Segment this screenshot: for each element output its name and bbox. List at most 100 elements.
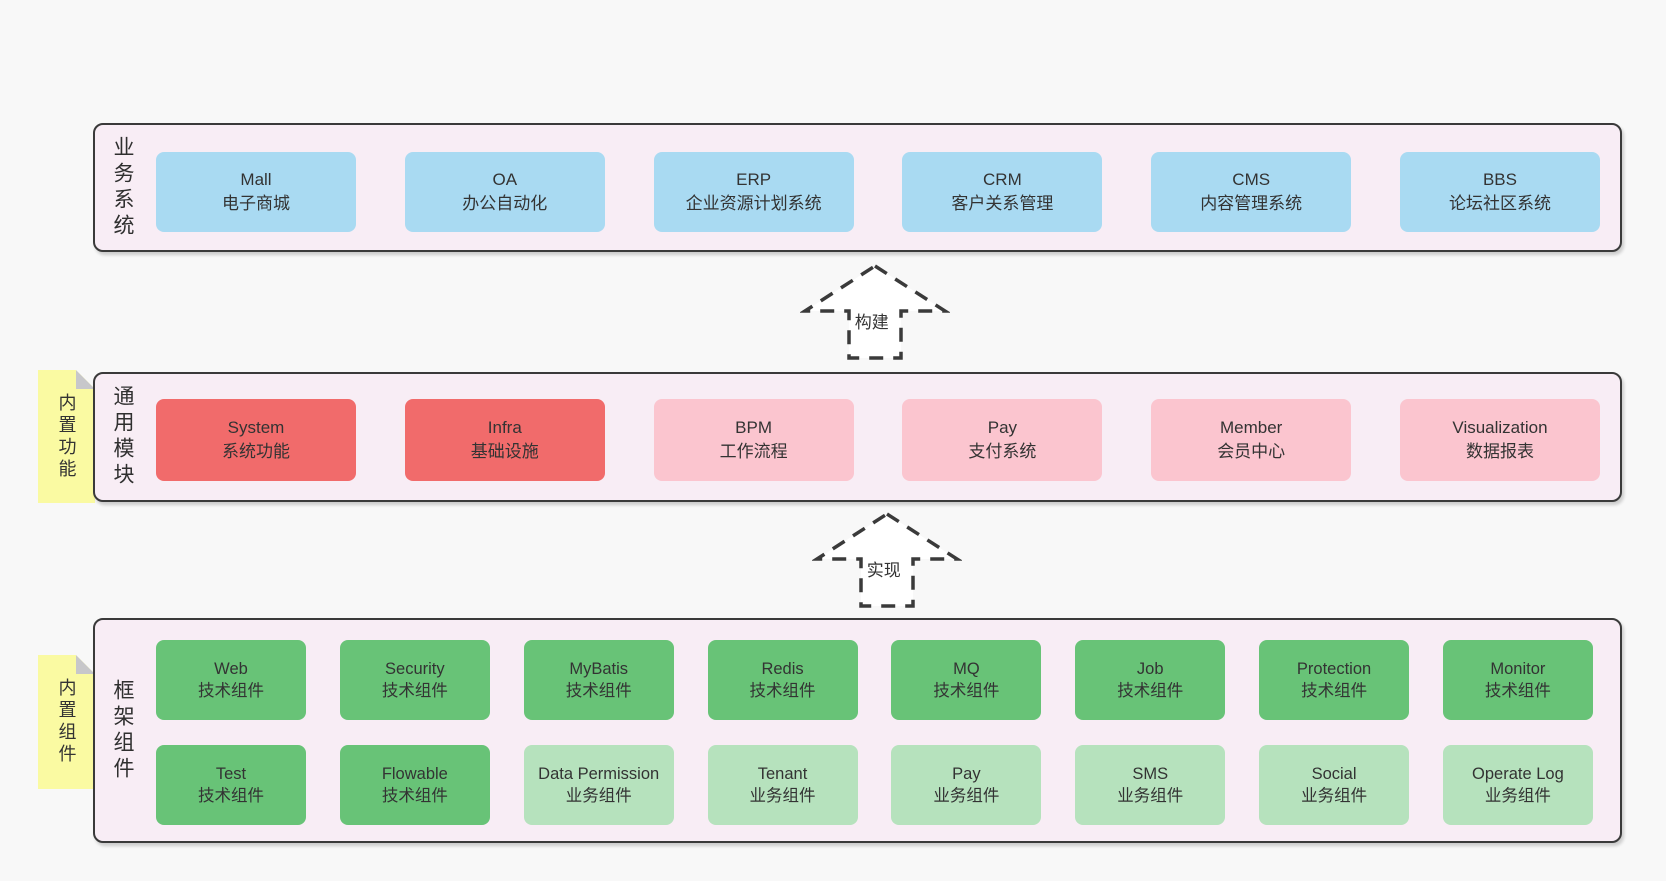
- box-title: Job: [1136, 659, 1164, 678]
- box-title: Visualization: [1452, 418, 1548, 438]
- diagram-box-bbs: BBS 论坛社区系统: [1399, 152, 1600, 232]
- diagram-box-erp: ERP 企业资源计划系统: [653, 152, 854, 232]
- sticky-note-built-in-components: 内置组件: [38, 655, 95, 789]
- diagram-box-oa: OA 办公自动化: [404, 152, 605, 232]
- box-title: OA: [492, 170, 518, 190]
- box-subtitle: 技术组件: [565, 682, 632, 700]
- layer-framework-components: 框架组件 Web 技术组件 Security 技术组件 MyBatis 技术组件 Redis…: [93, 618, 1622, 843]
- sticky-note-label: 内置功能: [56, 392, 77, 481]
- box-title: Flowable: [381, 764, 448, 783]
- diagram-box-job: Job 技术组件: [1075, 640, 1226, 720]
- diagram-box-mybatis: MyBatis 技术组件: [523, 640, 674, 720]
- box-subtitle: 技术组件: [381, 787, 448, 805]
- box-title: Member: [1220, 418, 1283, 438]
- box-title: Pay: [987, 418, 1018, 438]
- box-subtitle: 技术组件: [381, 682, 448, 700]
- layer-common-modules: 通用模块 System 系统功能 Infra 基础设施 BPM 工作流程 Pay 支付系统 Me…: [93, 372, 1622, 502]
- diagram-box-protection: Protection 技术组件: [1259, 640, 1410, 720]
- diagram-box-flowable: Flowable 技术组件: [339, 745, 490, 825]
- diagram-box-test: Test 技术组件: [156, 745, 306, 825]
- box-title: CMS: [1232, 170, 1271, 190]
- layer-label-business-systems: 业务系统: [111, 135, 134, 240]
- box-subtitle: 技术组件: [198, 787, 264, 805]
- box-title: MQ: [953, 659, 980, 678]
- sticky-note-label: 内置组件: [56, 678, 77, 766]
- layer-label-common-modules: 通用模块: [111, 385, 134, 489]
- box-subtitle: 电子商城: [222, 194, 290, 213]
- box-title: Infra: [487, 418, 522, 438]
- box-title: Monitor: [1490, 659, 1546, 678]
- box-title: SMS: [1132, 764, 1169, 783]
- diagram-box-tenant: Tenant 业务组件: [707, 745, 858, 825]
- diagram-box-security: Security 技术组件: [339, 640, 490, 720]
- diagram-box-mq: MQ 技术组件: [891, 640, 1042, 720]
- box-subtitle: 基础设施: [470, 442, 539, 461]
- box-subtitle: 系统功能: [222, 442, 290, 461]
- box-subtitle: 业务组件: [749, 787, 816, 805]
- diagram-box-operate-log: Operate Log 业务组件: [1442, 745, 1593, 825]
- arrow-implement: 实现: [812, 511, 962, 609]
- box-title: Social: [1311, 764, 1357, 783]
- diagram-box-data-permission: Data Permission 业务组件: [523, 745, 674, 825]
- box-subtitle: 技术组件: [933, 682, 1000, 700]
- diagram-box-member: Member 会员中心: [1151, 399, 1352, 481]
- box-subtitle: 工作流程: [719, 442, 788, 461]
- box-subtitle: 数据报表: [1465, 442, 1534, 461]
- box-title: Test: [215, 764, 247, 783]
- diagram-box-monitor: Monitor 技术组件: [1442, 640, 1593, 720]
- diagram-box-pay: Pay 业务组件: [891, 745, 1042, 825]
- box-title: ERP: [736, 170, 772, 190]
- box-subtitle: 支付系统: [968, 442, 1037, 461]
- diagram-box-system: System 系统功能: [156, 399, 356, 481]
- box-subtitle: 办公自动化: [462, 194, 548, 213]
- box-title: BPM: [735, 418, 773, 438]
- box-title: Protection: [1296, 659, 1372, 678]
- box-subtitle: 论坛社区系统: [1448, 194, 1551, 213]
- box-subtitle: 技术组件: [1301, 682, 1368, 700]
- box-title: Redis: [761, 659, 804, 678]
- box-title: MyBatis: [569, 659, 629, 678]
- diagram-box-pay: Pay 支付系统: [902, 399, 1103, 481]
- box-subtitle: 业务组件: [1117, 787, 1184, 805]
- diagram-box-social: Social 业务组件: [1259, 745, 1410, 825]
- diagram-box-sms: SMS 业务组件: [1075, 745, 1226, 825]
- diagram-box-visualization: Visualization 数据报表: [1399, 399, 1600, 481]
- box-title: CRM: [983, 170, 1022, 190]
- box-subtitle: 业务组件: [1301, 787, 1368, 805]
- sticky-note-built-in-functions: 内置功能: [38, 370, 95, 503]
- diagram-box-web: Web 技术组件: [156, 640, 306, 720]
- box-title: Web: [214, 659, 248, 678]
- arrow-implement-label: 实现: [863, 555, 904, 582]
- diagram-box-crm: CRM 客户关系管理: [902, 152, 1103, 232]
- box-subtitle: 业务组件: [933, 787, 1000, 805]
- arrow-build-label: 构建: [851, 307, 892, 334]
- box-subtitle: 技术组件: [1117, 682, 1184, 700]
- box-subtitle: 业务组件: [1484, 787, 1551, 805]
- diagram-box-infra: Infra 基础设施: [404, 399, 605, 481]
- box-subtitle: 技术组件: [198, 682, 264, 700]
- box-title: BBS: [1482, 170, 1517, 190]
- box-title: Security: [385, 659, 445, 678]
- box-subtitle: 会员中心: [1217, 442, 1286, 461]
- box-title: Tenant: [757, 764, 808, 783]
- box-subtitle: 技术组件: [1484, 682, 1551, 700]
- box-subtitle: 企业资源计划系统: [685, 194, 822, 213]
- box-subtitle: 内容管理系统: [1200, 194, 1303, 213]
- box-subtitle: 业务组件: [565, 787, 632, 805]
- box-subtitle: 技术组件: [749, 682, 816, 700]
- common-modules-box-row: System 系统功能 Infra 基础设施 BPM 工作流程 Pay 支付系统 Member 会…: [156, 399, 1600, 481]
- diagram-box-bpm: BPM 工作流程: [653, 399, 854, 481]
- box-title: Pay: [952, 764, 981, 783]
- box-title: Operate Log: [1472, 764, 1564, 783]
- box-subtitle: 客户关系管理: [951, 194, 1054, 213]
- diagram-box-cms: CMS 内容管理系统: [1151, 152, 1352, 232]
- layer-label-framework-components: 框架组件: [111, 678, 134, 783]
- box-title: System: [227, 418, 285, 438]
- box-title: Data Permission: [538, 764, 660, 783]
